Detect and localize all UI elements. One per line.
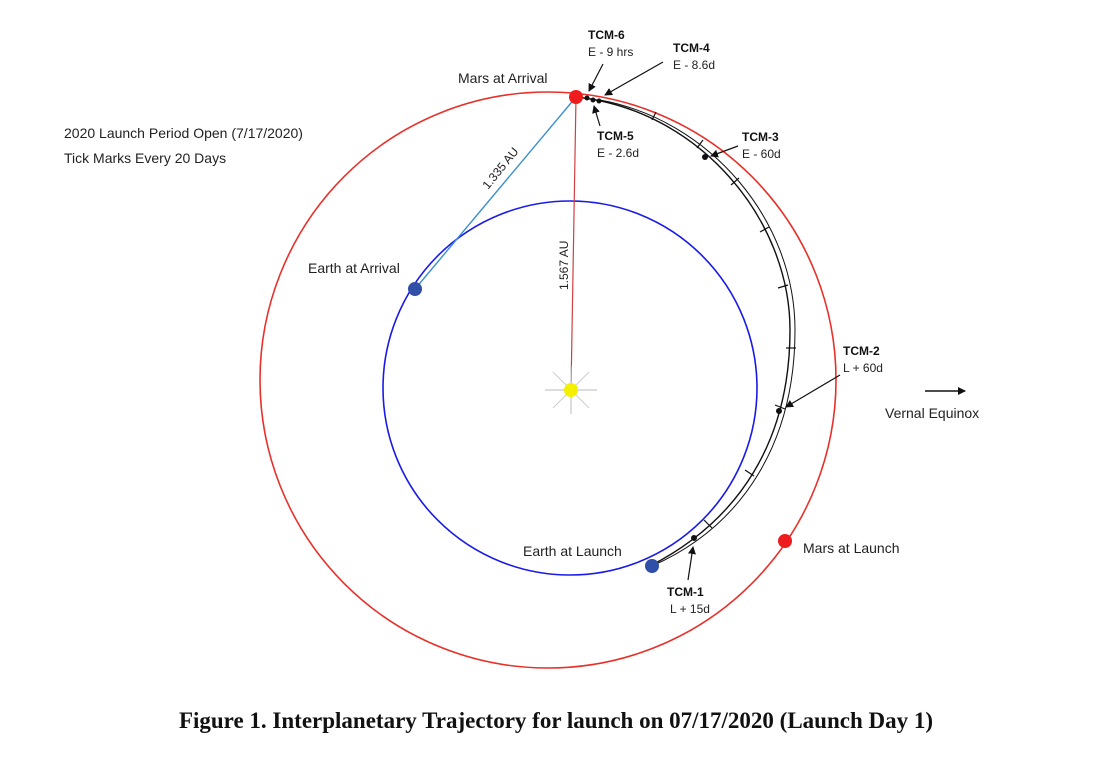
vernal-equinox-label: Vernal Equinox [885, 405, 979, 421]
mars-at-launch-dot [778, 534, 792, 548]
tcm-4-marker [596, 98, 602, 104]
transfer-trajectory [575, 96, 791, 567]
mars-at-launch-label: Mars at Launch [803, 540, 900, 556]
mars-at-arrival-label: Mars at Arrival [458, 70, 547, 86]
sun-mars-distance-label: 1.567 AU [557, 241, 571, 290]
tcm-2-name: TCM-2 [843, 344, 880, 358]
tcm-5-leader [592, 105, 601, 127]
trajectory-diagram: 2020 Launch Period Open (7/17/2020) Tick… [64, 28, 979, 669]
sun-icon [545, 366, 597, 414]
earth-mars-distance-label: 1.335 AU [479, 145, 521, 192]
tcm-2-marker [776, 408, 782, 414]
earth-at-arrival-dot [408, 282, 422, 296]
earth-at-launch-dot [645, 559, 659, 573]
earth-orbit [382, 200, 758, 576]
tcm-1-time: L + 15d [670, 602, 710, 616]
tcm-6-marker [584, 95, 590, 101]
tcm-1-marker [691, 535, 697, 541]
tcm-3-marker [702, 154, 708, 160]
tcm-4-name: TCM-4 [673, 41, 710, 55]
tcm-6-leader [588, 63, 604, 92]
tcm-5-marker [590, 97, 596, 103]
tcm-3-time: E - 60d [742, 147, 781, 161]
figure-caption: Figure 1. Interplanetary Trajectory for … [178, 708, 934, 733]
tcm-6-name: TCM-6 [588, 28, 625, 42]
mars-orbit [259, 91, 837, 669]
tcm-5-name: TCM-5 [597, 129, 634, 143]
tcm-2-leader [785, 374, 841, 408]
mars-at-arrival-dot [569, 90, 583, 104]
tcm-5-time: E - 2.6d [597, 146, 639, 160]
tcm-6-time: E - 9 hrs [588, 45, 633, 59]
tcm-2-time: L + 60d [843, 361, 883, 375]
trajectory-tick-marks [651, 111, 796, 529]
tcm-1-name: TCM-1 [667, 585, 704, 599]
tick-marks-text: Tick Marks Every 20 Days [64, 150, 226, 166]
earth-mars-distance-line [414, 96, 577, 290]
tcm-4-leader [604, 61, 664, 96]
earth-at-arrival-label: Earth at Arrival [308, 260, 400, 276]
earth-at-launch-label: Earth at Launch [523, 543, 622, 559]
sun-mars-distance-line [570, 96, 577, 391]
tcm-3-name: TCM-3 [742, 130, 779, 144]
tcm-1-leader [687, 546, 696, 581]
tcm-4-time: E - 8.6d [673, 58, 715, 72]
launch-period-text: 2020 Launch Period Open (7/17/2020) [64, 125, 303, 141]
transfer-trajectory-outer [599, 99, 796, 567]
tcm-3-leader [710, 145, 739, 158]
